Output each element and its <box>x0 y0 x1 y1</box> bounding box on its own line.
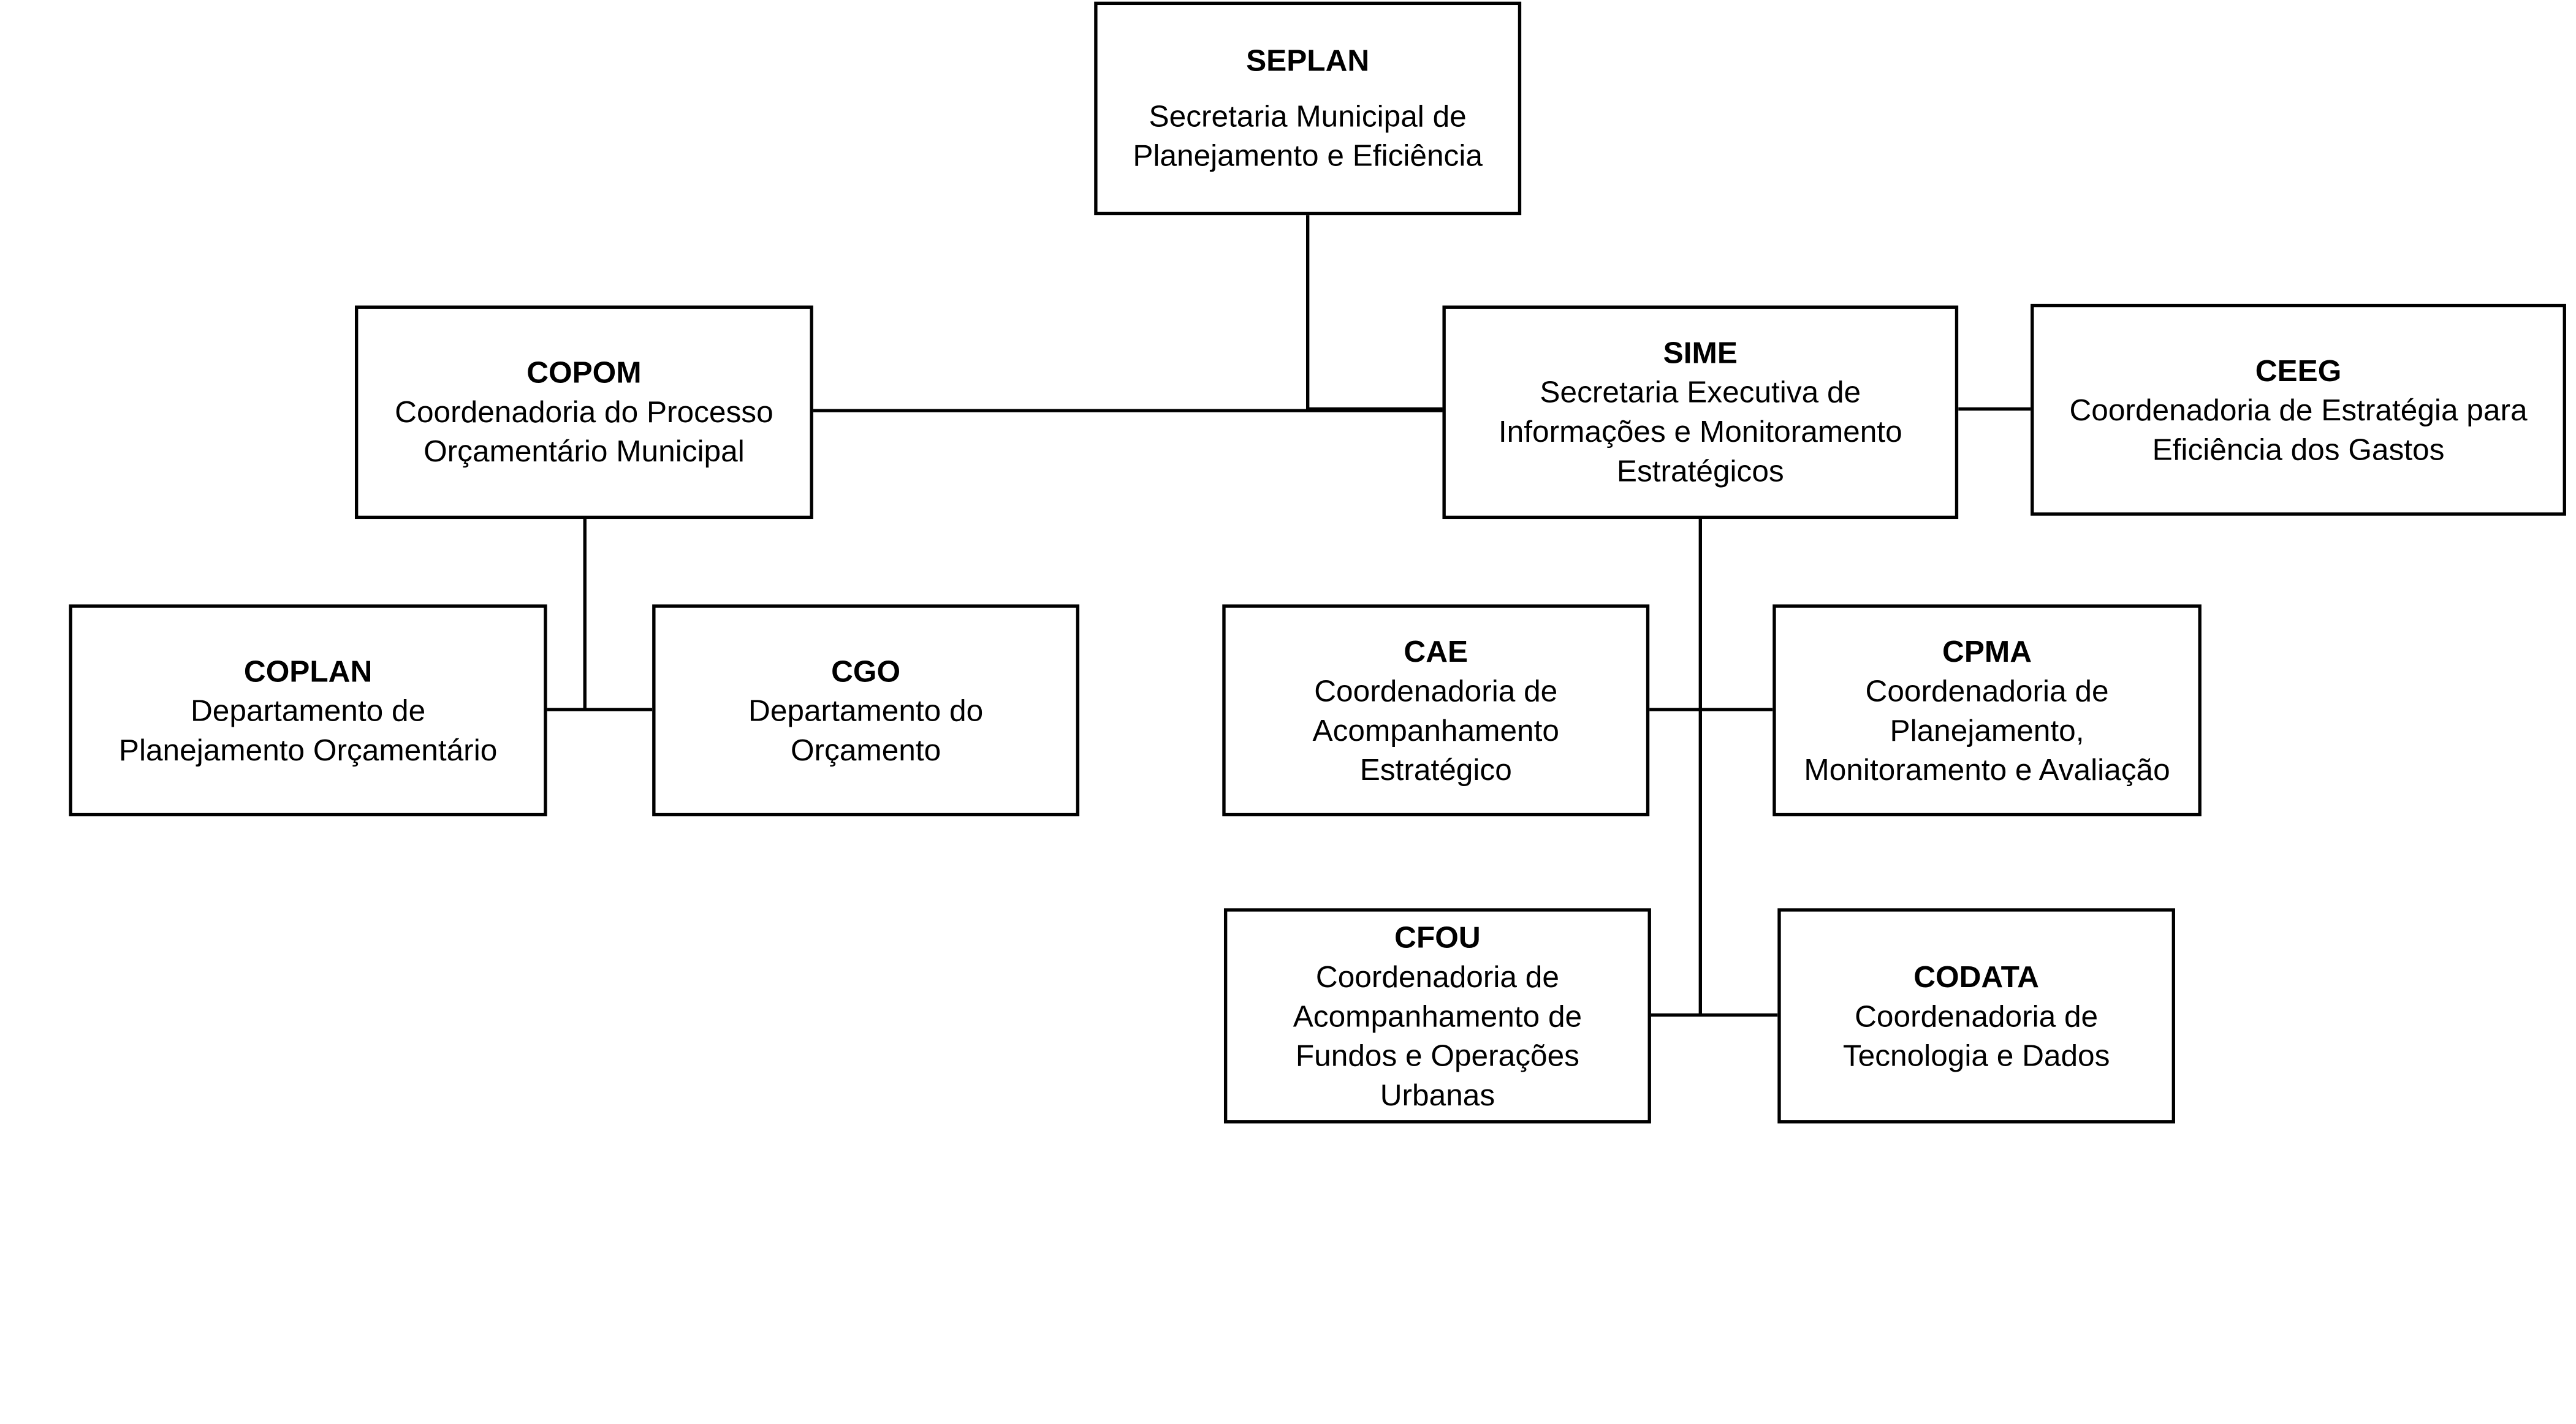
connector-seplan-sime <box>1305 213 1443 411</box>
node-abbr: CAE <box>1404 633 1468 668</box>
node-name: Coordenadoria de Tecnologia e Dados <box>1842 998 2110 1072</box>
node-coplan: COPLAN Departamento de Planejamento Orça… <box>69 604 547 817</box>
node-name: Secretaria Municipal de Planejamento e E… <box>1133 98 1483 173</box>
node-abbr: SIME <box>1663 335 1738 370</box>
node-name: Coordenadoria de Acompanhamento de Fundo… <box>1293 958 1582 1112</box>
node-abbr: COPLAN <box>243 653 373 687</box>
node-sime: SIME Secretaria Executiva de Informações… <box>1442 305 1959 520</box>
node-cpma: CPMA Coordenadoria de Planejamento, Moni… <box>1772 604 2202 817</box>
node-name: Coordenadoria de Estratégia para Eficiên… <box>2069 392 2528 466</box>
node-abbr: CGO <box>831 653 901 687</box>
node-name: Coordenadoria do Processo Orçamentário M… <box>395 394 773 468</box>
node-ceeg: CEEG Coordenadoria de Estratégia para Ef… <box>2031 303 2566 516</box>
node-name: Coordenadoria de Planejamento, Monitoram… <box>1804 672 2170 786</box>
connector-sime-children <box>1647 519 1778 1017</box>
node-seplan: SEPLAN Secretaria Municipal de Planejame… <box>1094 1 1522 216</box>
node-abbr: CEEG <box>2255 352 2342 387</box>
node-abbr: CODATA <box>1913 958 2040 993</box>
node-abbr: SEPLAN <box>1246 42 1370 77</box>
node-cae: CAE Coordenadoria de Acompanhamento Estr… <box>1222 604 1650 817</box>
node-cgo: CGO Departamento do Orçamento <box>652 604 1080 817</box>
node-abbr: CFOU <box>1394 918 1481 954</box>
node-cfou: CFOU Coordenadoria de Acompanhamento de … <box>1223 908 1651 1124</box>
node-codata: CODATA Coordenadoria de Tecnologia e Dad… <box>1777 908 2175 1124</box>
node-name: Secretaria Executiva de Informações e Mo… <box>1498 374 1902 488</box>
node-name: Departamento do Orçamento <box>748 692 984 767</box>
node-abbr: COPOM <box>526 354 642 390</box>
node-name: Departamento de Planejamento Orçamentári… <box>118 692 498 767</box>
node-name: Coordenadoria de Acompanhamento Estratég… <box>1312 672 1560 786</box>
node-abbr: CPMA <box>1942 633 2032 668</box>
connector-copom-children <box>547 519 653 711</box>
node-copom: COPOM Coordenadoria do Processo Orçament… <box>354 305 813 520</box>
